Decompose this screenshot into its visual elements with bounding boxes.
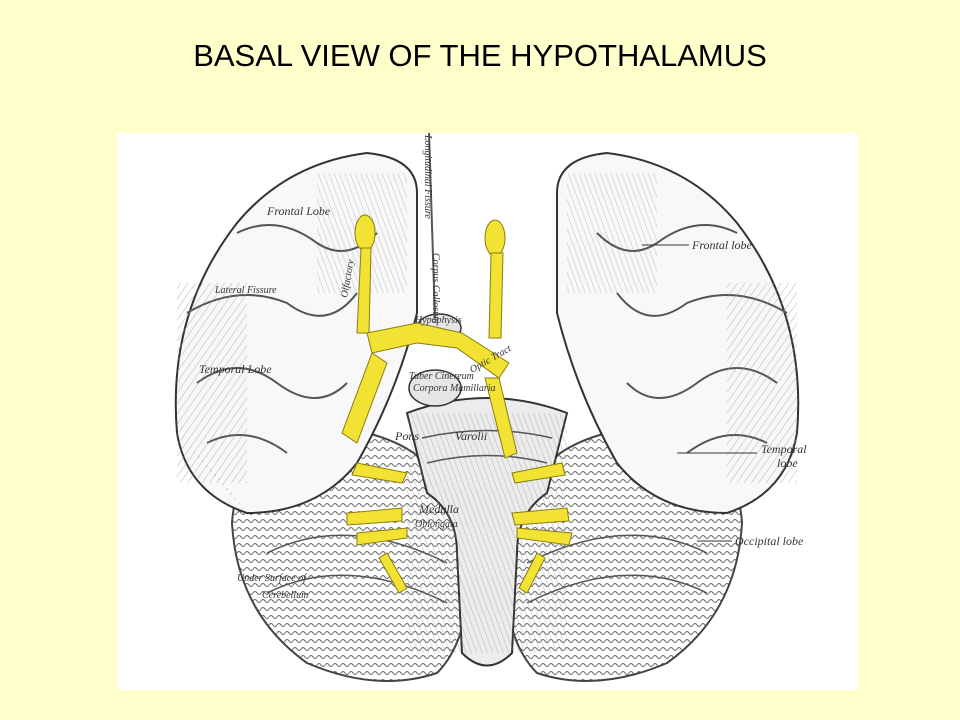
label-corpora-mamillaria: Corpora Mamillaria xyxy=(413,383,496,394)
label-under-surface: Under Surface of xyxy=(237,573,307,584)
label-tuber-cinereum: Tuber Cinereum xyxy=(409,371,474,382)
label-oblongata: Oblongata xyxy=(415,519,458,530)
brain-svg: Frontal Lobe Lateral Fissure Temporal Lo… xyxy=(174,133,807,682)
label-frontal-lobe-side: Frontal lobe xyxy=(691,238,753,252)
label-medulla: Medulla xyxy=(418,502,459,516)
brain-illustration: Frontal Lobe Lateral Fissure Temporal Lo… xyxy=(117,133,858,690)
fissure-line xyxy=(428,133,436,319)
label-occipital-lobe-side: Occipital lobe xyxy=(735,534,804,548)
label-corpus-callosum: Corpus Callosum xyxy=(430,253,441,323)
leader-lines xyxy=(642,244,757,542)
label-lobe-side: lobe xyxy=(777,456,798,470)
label-pons: Pons xyxy=(394,429,419,443)
label-hypophysis: Hypophysis xyxy=(414,315,462,326)
slide-title: BASAL VIEW OF THE HYPOTHALAMUS xyxy=(193,38,767,73)
label-frontal-lobe-inner: Frontal Lobe xyxy=(266,204,331,218)
side-labels: Frontal lobe Temporal lobe Occipital lob… xyxy=(691,238,807,548)
label-varolii: Varolii xyxy=(455,429,487,443)
cranial-nerves xyxy=(341,214,573,594)
label-temporal-side: Temporal xyxy=(761,442,807,456)
right-hemisphere-shape xyxy=(556,151,800,515)
label-lateral-fissure: Lateral Fissure xyxy=(214,285,277,296)
label-longitudinal-fissure: Longitudinal Fissure xyxy=(422,134,433,219)
label-cerebellum: Cerebellum xyxy=(262,590,308,601)
label-temporal-lobe-inner: Temporal Lobe xyxy=(199,362,272,376)
